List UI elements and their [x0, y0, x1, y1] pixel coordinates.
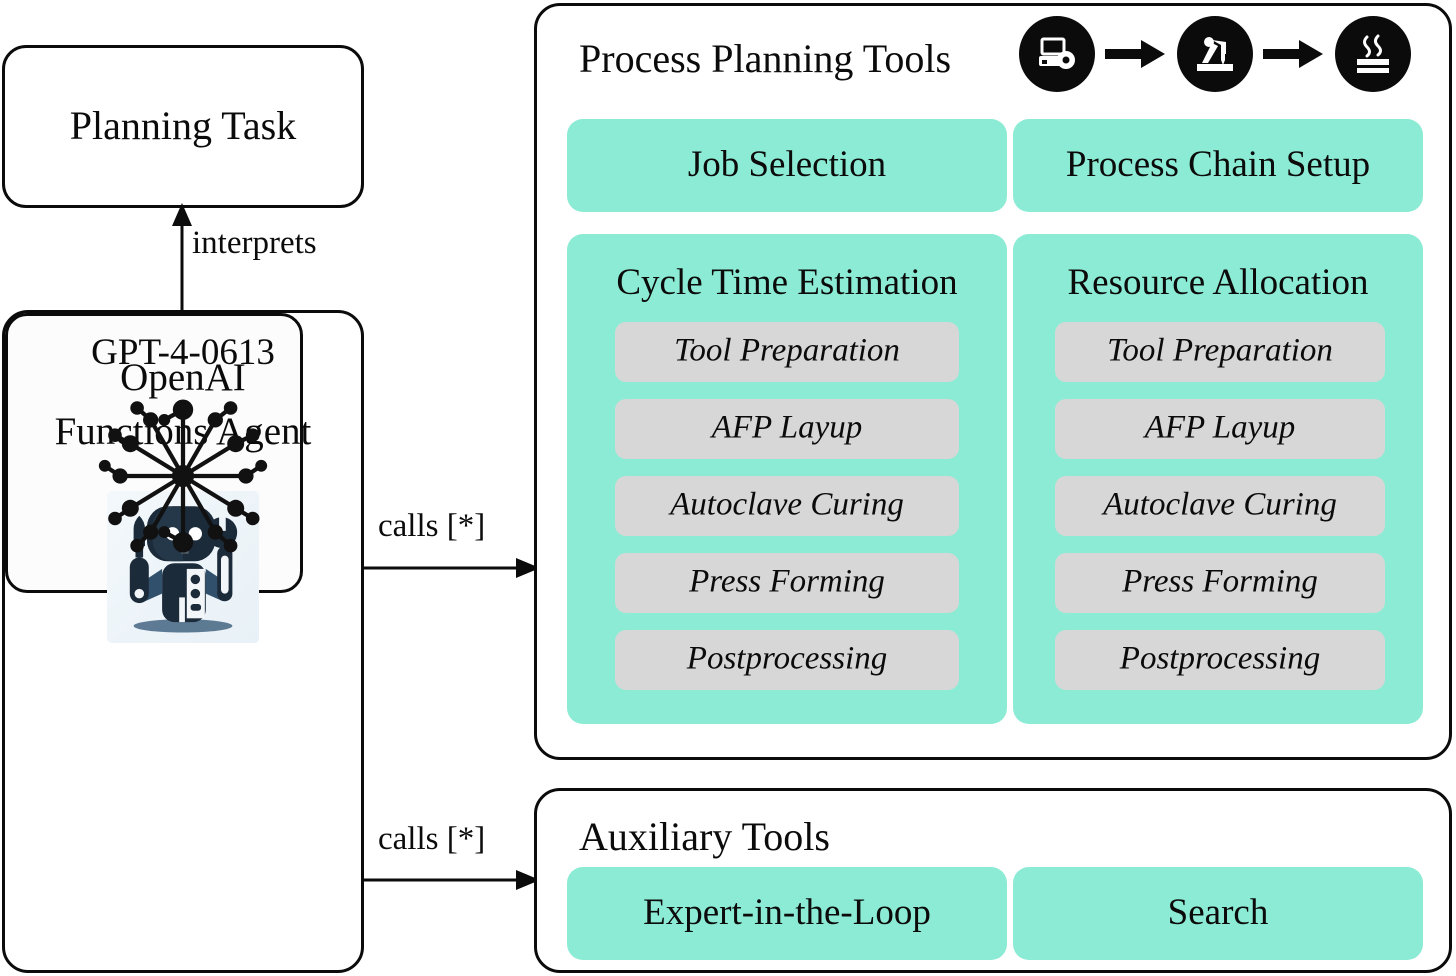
- auxiliary-tools-panel: Auxiliary Tools Expert-in-the-Loop Searc…: [534, 788, 1452, 973]
- process-step-pill[interactable]: Postprocessing: [615, 630, 959, 690]
- process-planning-tools-panel: Process Planning Tools: [534, 3, 1452, 760]
- process-step-label: Autoclave Curing: [1103, 486, 1337, 523]
- arrow-right-icon: [1105, 40, 1165, 68]
- calls-process-arrow-icon: [362, 558, 540, 578]
- interprets-arrow-icon: [172, 203, 192, 318]
- tool-card-label: Resource Allocation: [1067, 262, 1369, 303]
- process-chain-icon-strip: [1019, 16, 1411, 92]
- calls-auxiliary-edge-label: calls [*]: [378, 821, 486, 857]
- planning-task-label: Planning Task: [69, 102, 297, 148]
- afp-layup-robot-icon: [1177, 16, 1253, 92]
- process-step-pill[interactable]: Press Forming: [615, 553, 959, 613]
- tool-card-resource-allocation[interactable]: Resource Allocation Tool Preparation AFP…: [1013, 234, 1423, 724]
- tool-card-cycle-time-estimation[interactable]: Cycle Time Estimation Tool Preparation A…: [567, 234, 1007, 724]
- process-step-pill[interactable]: AFP Layup: [1055, 399, 1385, 459]
- process-step-pill[interactable]: Tool Preparation: [1055, 322, 1385, 382]
- tool-card-label: Search: [1167, 891, 1269, 933]
- tool-card-process-chain-setup[interactable]: Process Chain Setup: [1013, 119, 1423, 212]
- tool-card-label: Process Chain Setup: [1065, 143, 1371, 185]
- tool-card-job-selection[interactable]: Job Selection: [567, 119, 1007, 212]
- calls-auxiliary-arrow-icon: [362, 870, 540, 890]
- process-step-label: AFP Layup: [1144, 409, 1296, 446]
- process-step-pill[interactable]: Autoclave Curing: [1055, 476, 1385, 536]
- openai-functions-agent-box: OpenAI Functions Agent: [2, 310, 364, 973]
- process-step-label: Postprocessing: [1119, 640, 1321, 677]
- tool-preparation-icon: [1019, 16, 1095, 92]
- tool-card-label: Cycle Time Estimation: [616, 262, 958, 303]
- process-step-pill[interactable]: Press Forming: [1055, 553, 1385, 613]
- process-step-label: Tool Preparation: [1107, 332, 1333, 369]
- tool-card-label: Expert-in-the-Loop: [643, 891, 931, 933]
- curing-oven-icon: [1335, 16, 1411, 92]
- process-step-label: AFP Layup: [711, 409, 863, 446]
- agent-title-line1: OpenAI: [120, 356, 246, 399]
- process-step-pill[interactable]: Autoclave Curing: [615, 476, 959, 536]
- process-step-pill[interactable]: Tool Preparation: [615, 322, 959, 382]
- process-step-pill[interactable]: Postprocessing: [1055, 630, 1385, 690]
- process-step-label: Postprocessing: [686, 640, 888, 677]
- process-step-label: Autoclave Curing: [670, 486, 904, 523]
- interprets-edge-label: interprets: [192, 225, 317, 261]
- gpt-model-box: GPT-4-0613: [5, 313, 303, 593]
- tool-card-expert-in-the-loop[interactable]: Expert-in-the-Loop: [567, 867, 1007, 960]
- process-step-label: Press Forming: [1122, 563, 1318, 600]
- planning-task-box: Planning Task: [2, 45, 364, 208]
- process-step-label: Tool Preparation: [674, 332, 900, 369]
- arrow-right-icon: [1263, 40, 1323, 68]
- tool-card-label: Job Selection: [687, 143, 887, 185]
- tool-card-search[interactable]: Search: [1013, 867, 1423, 960]
- process-step-label: Press Forming: [689, 563, 885, 600]
- neural-network-graph-icon: [98, 399, 268, 553]
- process-step-pill[interactable]: AFP Layup: [615, 399, 959, 459]
- gpt-model-label: GPT-4-0613: [91, 332, 275, 373]
- calls-process-edge-label: calls [*]: [378, 508, 486, 544]
- process-panel-title: Process Planning Tools: [579, 36, 952, 81]
- auxiliary-panel-title: Auxiliary Tools: [579, 814, 830, 859]
